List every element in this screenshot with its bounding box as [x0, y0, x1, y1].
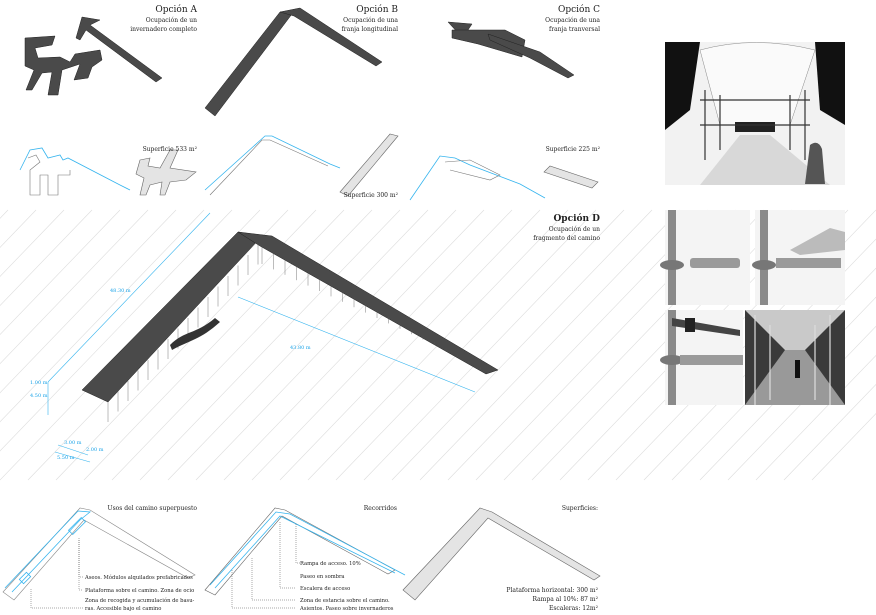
- svg-text:Zona de recogida y acumulación: Zona de recogida y acumulación de basu-: [85, 597, 195, 604]
- svg-text:Superficies:: Superficies:: [562, 505, 598, 512]
- svg-text:Opción B: Opción B: [356, 4, 398, 15]
- grid-line: [0, 209, 9, 219]
- svg-text:Plataforma sobre el camino. Zo: Plataforma sobre el camino. Zona de ocio: [85, 588, 194, 594]
- option-c-axonometric: [409, 21, 599, 201]
- svg-text:Opción C: Opción C: [558, 4, 600, 15]
- grid-line: [391, 209, 653, 481]
- dimension-labels: 48.30 m 43.80 m 1.00 m 4.50 m 3.00 m 2.0…: [30, 288, 311, 461]
- option-a-label: Opción A Ocupación de un invernadero com…: [130, 4, 197, 153]
- svg-text:Ocupación de un: Ocupación de un: [549, 226, 600, 233]
- svg-text:Superficie 300 m²: Superficie 300 m²: [344, 192, 399, 199]
- svg-text:Superficie 225 m²: Superficie 225 m²: [546, 146, 601, 153]
- option-c-label: Opción C Ocupación de una franja tranver…: [545, 4, 600, 153]
- grid-line: [0, 209, 205, 423]
- grid-line: [0, 209, 121, 336]
- svg-text:Escalera de acceso: Escalera de acceso: [300, 586, 350, 592]
- svg-text:Escaleras: 12m²: Escaleras: 12m²: [549, 605, 599, 612]
- svg-text:Ocupación de un: Ocupación de un: [146, 17, 197, 24]
- grid-line: [727, 325, 876, 481]
- hammer-photo: [660, 310, 743, 405]
- grid-line: [755, 354, 876, 481]
- grid-line: [251, 209, 513, 481]
- option-d-axonometric: [47, 212, 499, 463]
- svg-text:Recorridos: Recorridos: [364, 505, 397, 512]
- option-a-axonometric: [19, 16, 197, 196]
- grid-line: [55, 209, 317, 481]
- grid-line: [0, 209, 233, 452]
- svg-text:Opción D: Opción D: [553, 213, 600, 224]
- grid-line: [363, 209, 625, 481]
- svg-text:4.50 m: 4.50 m: [30, 393, 48, 399]
- option-b-axonometric: [204, 7, 399, 197]
- svg-text:invernadero completo: invernadero completo: [130, 26, 197, 33]
- svg-text:Opción A: Opción A: [155, 4, 197, 15]
- grid-line: [0, 209, 149, 365]
- grid-line: [0, 209, 93, 306]
- svg-text:1.00 m: 1.00 m: [30, 380, 48, 386]
- grid-line: [223, 209, 485, 481]
- svg-text:Rampa de acceso. 10%: Rampa de acceso. 10%: [300, 561, 361, 567]
- svg-text:Paseo en sombra: Paseo en sombra: [300, 574, 345, 580]
- svg-text:2.00 m: 2.00 m: [86, 447, 104, 453]
- grid-line: [167, 209, 429, 481]
- svg-text:fragmento del camino: fragmento del camino: [533, 235, 600, 242]
- svg-text:franja longitudinal: franja longitudinal: [342, 26, 399, 33]
- svg-text:Zona de estancia sobre el cami: Zona de estancia sobre el camino.: [300, 598, 390, 604]
- surfaces-labels: Superficies: Plataforma horizontal: 300 …: [506, 505, 598, 612]
- svg-text:Ocupación de una: Ocupación de una: [545, 17, 600, 24]
- uses-diagram: [2, 507, 196, 609]
- grid-line: [335, 209, 597, 481]
- svg-text:Rampa al 10%: 87 m²: Rampa al 10%: 87 m²: [532, 596, 598, 603]
- grid-line: [447, 209, 709, 481]
- svg-text:Aseos. Módulos alquilados pref: Aseos. Módulos alquilados prefabricados: [84, 574, 193, 581]
- svg-text:Superficie 533 m²: Superficie 533 m²: [143, 146, 198, 153]
- grid-line: [139, 209, 401, 481]
- grid-line: [0, 209, 65, 277]
- option-b-label: Opción B Ocupación de una franja longitu…: [342, 4, 399, 199]
- surfaces-diagram: [402, 507, 601, 601]
- grid-line: [811, 413, 876, 481]
- coupler-photo-2: [752, 210, 845, 305]
- svg-text:5.50 m: 5.50 m: [57, 455, 75, 461]
- grid-line: [419, 209, 681, 481]
- svg-text:franja tranversal: franja tranversal: [549, 26, 600, 33]
- svg-text:Asientos. Paseo sobre invernad: Asientos. Paseo sobre invernaderos: [299, 606, 394, 612]
- svg-text:ras. Accesible bajo el camino: ras. Accesible bajo el camino: [85, 606, 161, 612]
- svg-text:48.30 m: 48.30 m: [110, 288, 131, 294]
- coupler-photo-1: [660, 210, 750, 305]
- routes-labels: Recorridos Rampa de acceso. 10% Paseo en…: [299, 505, 397, 612]
- scaffold-corridor-photo: [745, 310, 845, 405]
- svg-text:Usos del camino superpuesto: Usos del camino superpuesto: [108, 505, 198, 512]
- svg-text:Ocupación de una: Ocupación de una: [343, 17, 398, 24]
- grid-line: [0, 209, 177, 394]
- routes-diagram: [204, 507, 406, 609]
- svg-text:43.80 m: 43.80 m: [290, 345, 311, 351]
- uses-labels: Usos del camino superpuesto Aseos. Módul…: [84, 505, 197, 612]
- option-d-label: Opción D Ocupación de un fragmento del c…: [533, 213, 600, 242]
- grid-line: [111, 209, 373, 481]
- svg-text:Plataforma horizontal: 300 m²: Plataforma horizontal: 300 m²: [506, 587, 598, 594]
- perspective-sketch: [665, 42, 845, 185]
- grid-line: [279, 209, 541, 481]
- svg-text:3.00 m: 3.00 m: [64, 440, 82, 446]
- grid-line: [783, 384, 876, 481]
- grid-line: [195, 209, 457, 481]
